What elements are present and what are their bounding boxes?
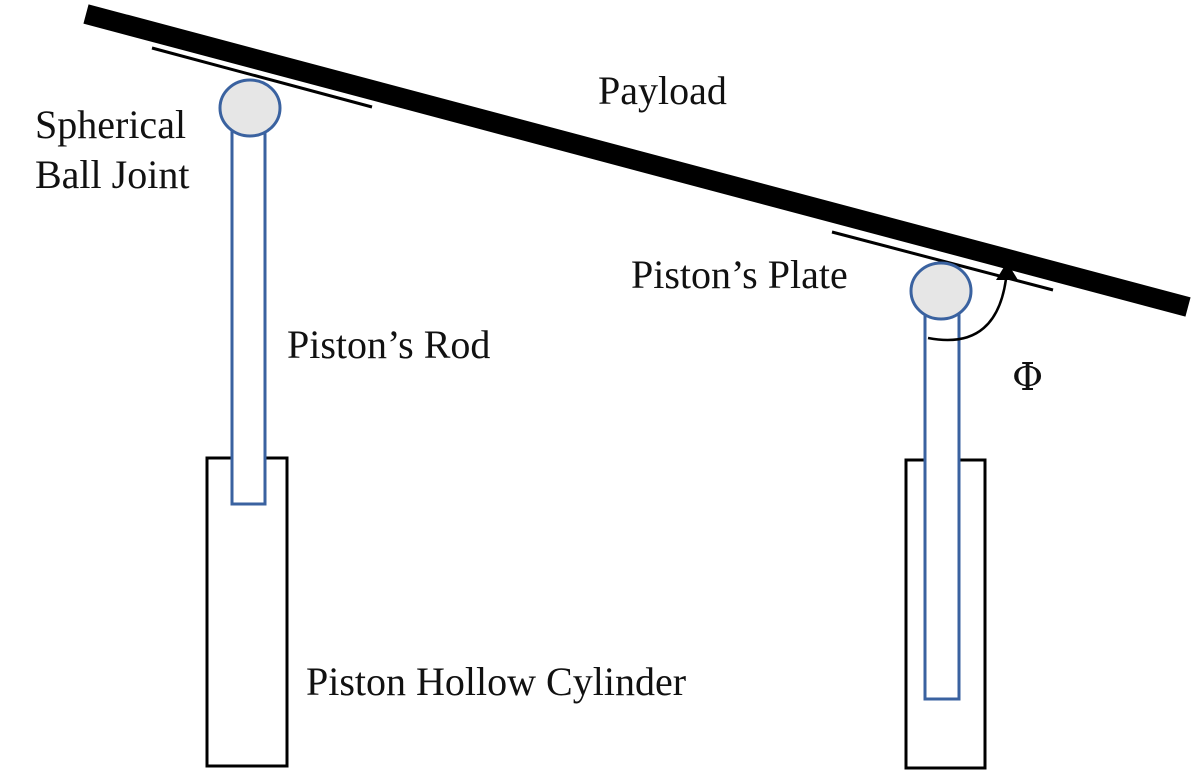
left-spherical-ball-joint [218,78,282,138]
pistons-plate-label: Piston’s Plate [631,252,848,297]
right-piston-rod [923,298,961,701]
angle-phi-label: Φ [1012,355,1043,399]
pistons-rod-label: Piston’s Rod [287,322,490,367]
right-spherical-ball-joint [909,261,973,321]
angle-arc [927,269,1009,342]
payload-bar [83,4,1191,317]
left-piston-rod [230,108,267,506]
right-piston-plate [831,230,1054,292]
piston-hollow-cylinder-label: Piston Hollow Cylinder [306,659,686,704]
spherical-ball-joint-label-line1: Spherical [35,102,186,147]
payload-label: Payload [598,68,727,113]
left-piston-hollow-cylinder [205,456,289,768]
left-piston-plate [151,46,373,109]
angle-arrowhead-icon [996,262,1018,280]
spherical-ball-joint-label-line2: Ball Joint [35,152,189,197]
